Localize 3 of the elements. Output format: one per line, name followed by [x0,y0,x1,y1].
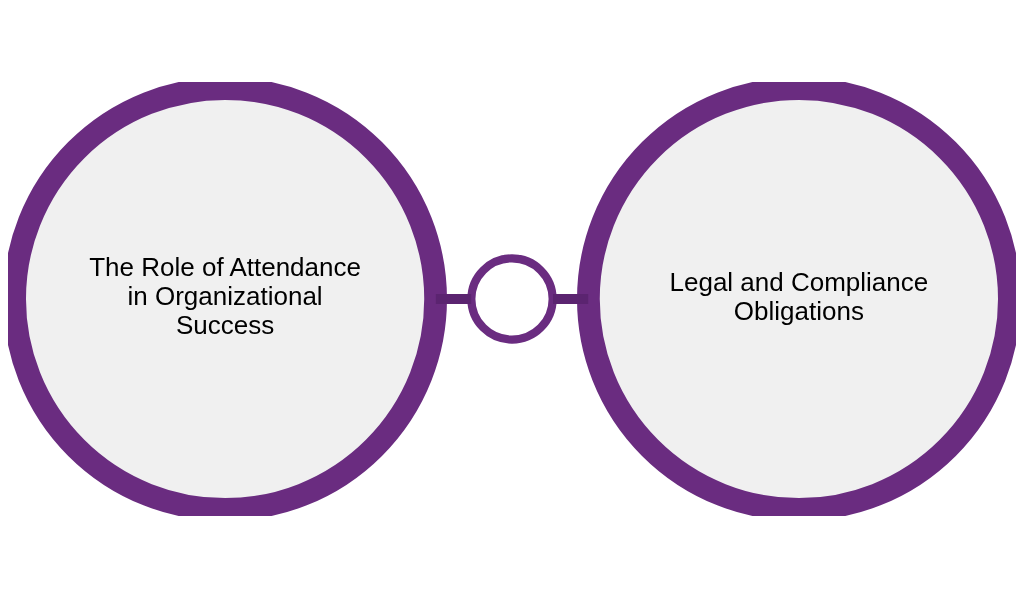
node-circle: The Role of Attendance in Organizational Success [8,81,447,516]
node-circle [467,253,557,344]
node-circle: Legal and Compliance Obligations [577,81,1016,516]
